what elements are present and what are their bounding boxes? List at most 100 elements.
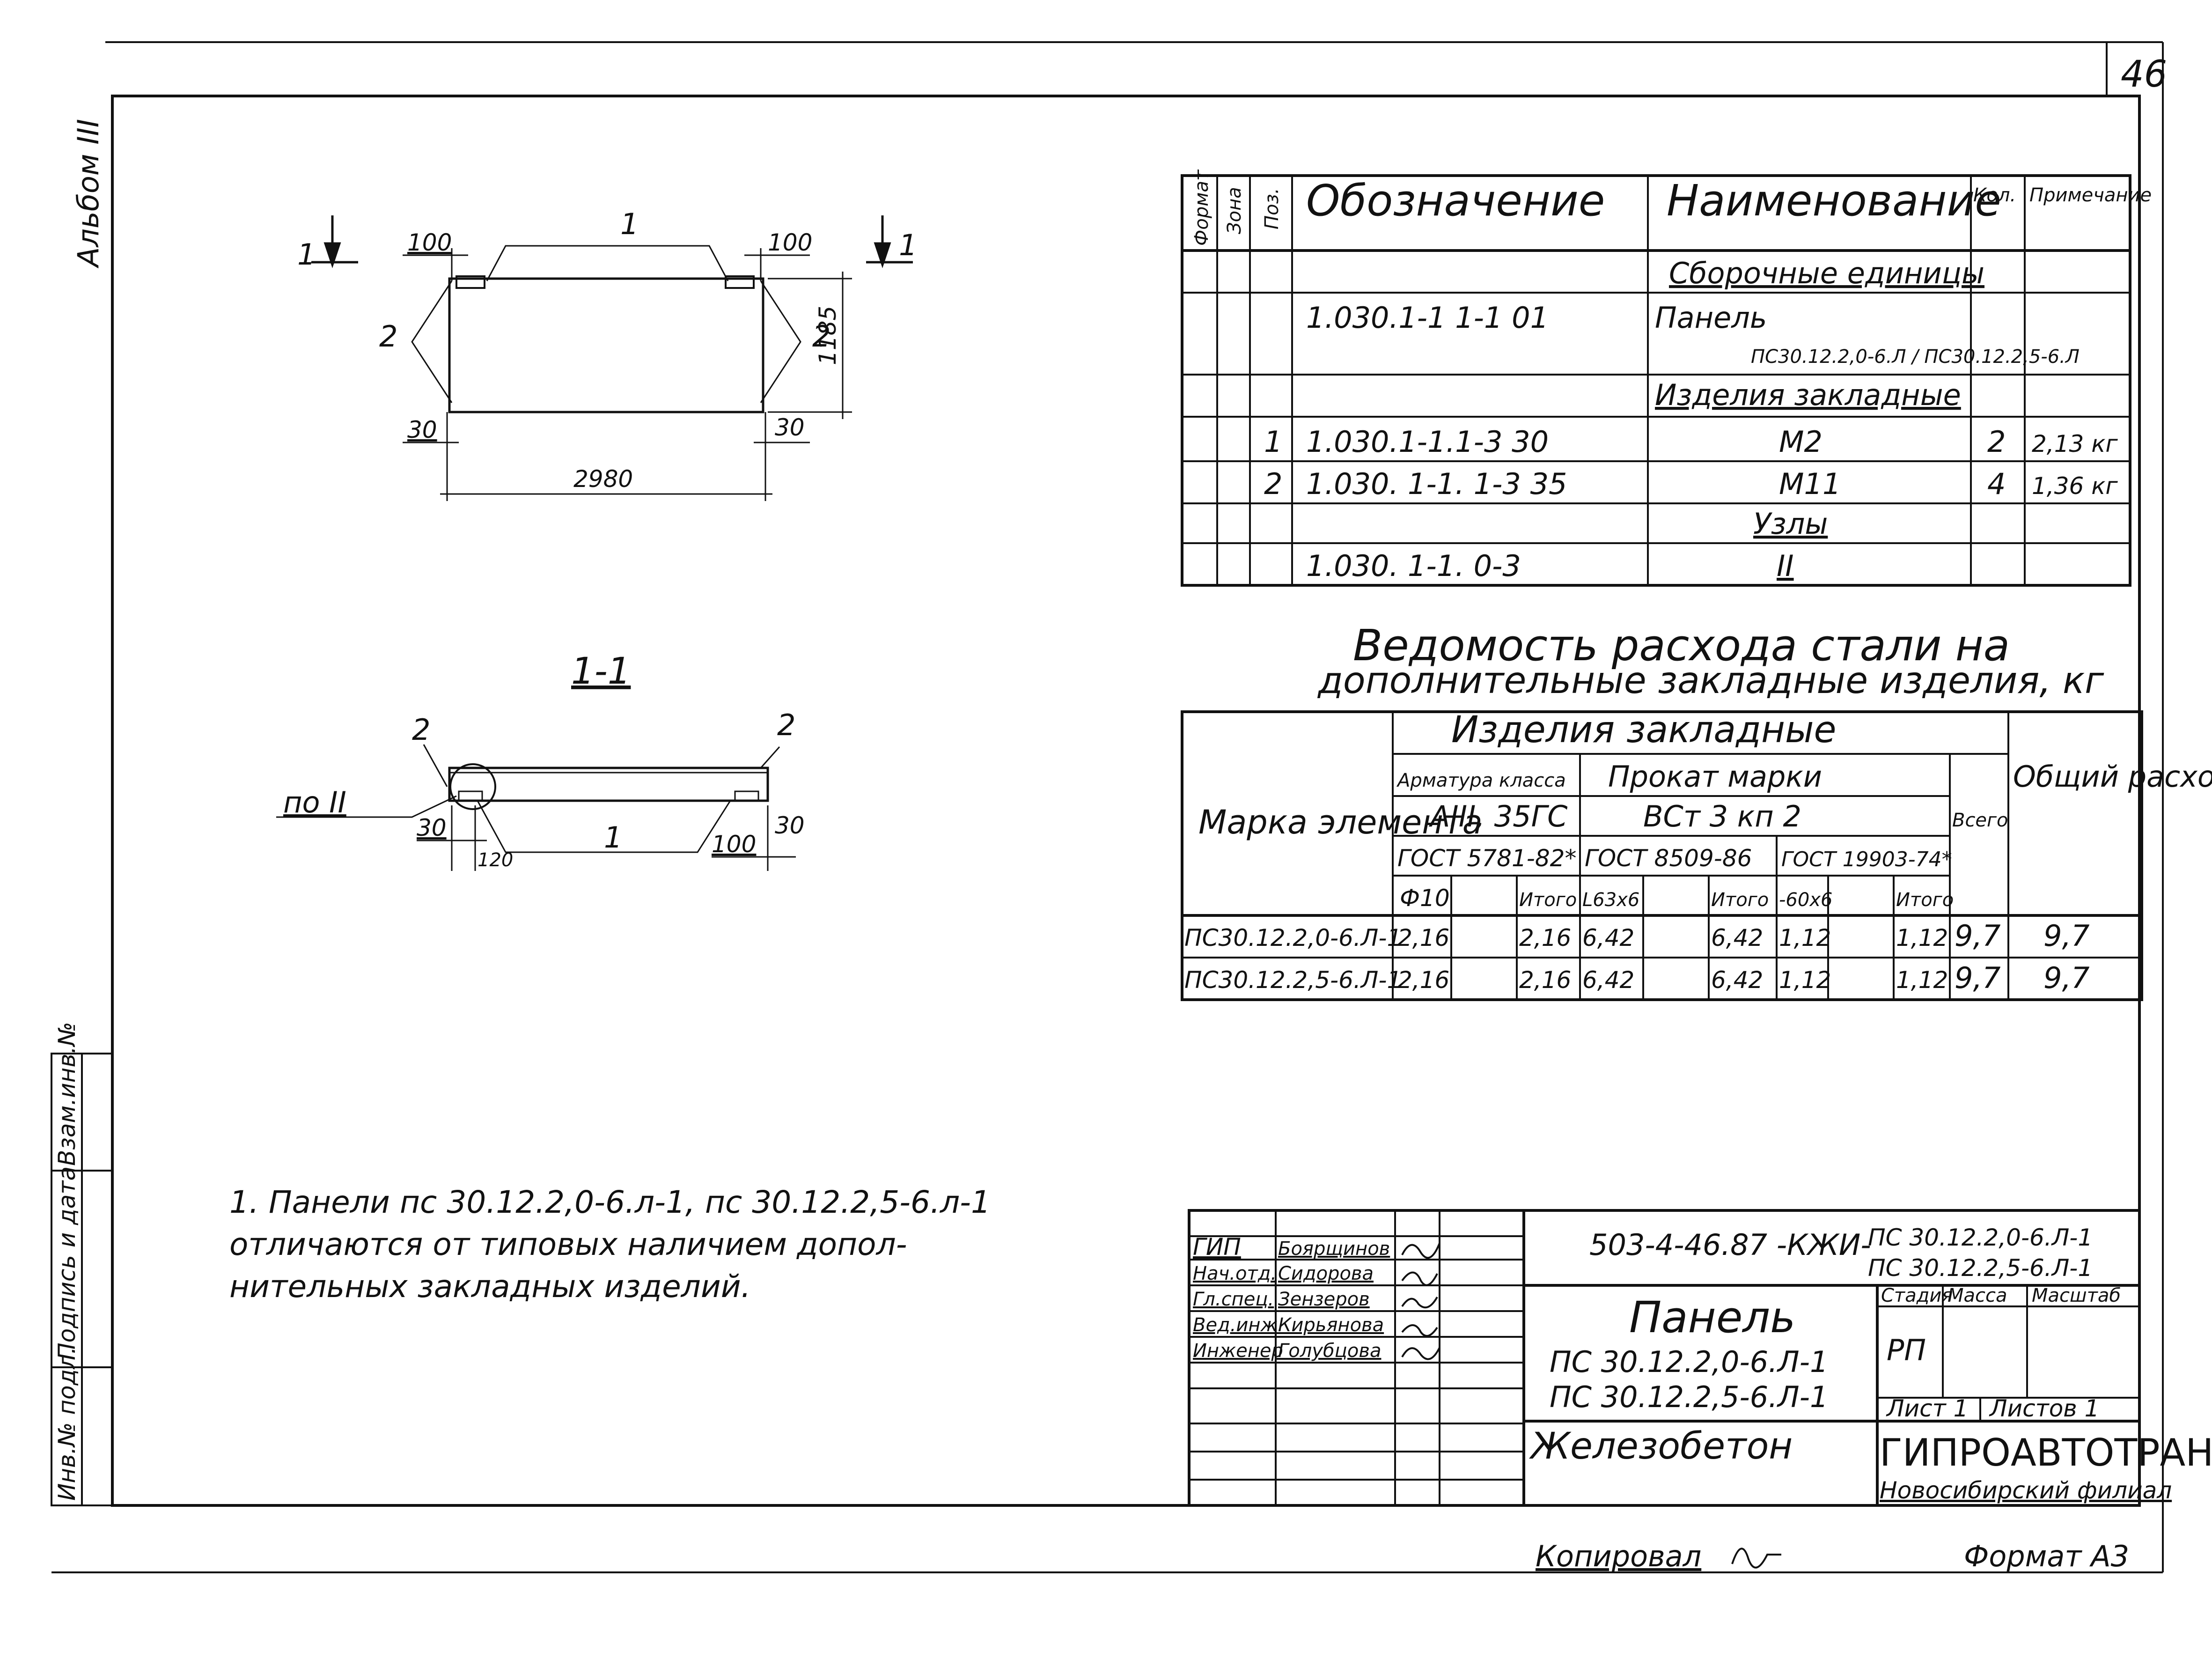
sheet-number: 46 [2121, 53, 2167, 96]
cut-mark-left: 1 [297, 237, 316, 272]
steel-cell: 1,12 [1779, 924, 1831, 951]
staff-name-glspec: Зензеров [1278, 1289, 1370, 1310]
spec-row-node-designation: 1.030. 1-1. 0-3 [1306, 549, 1521, 583]
section-dim-30-left: 30 [417, 814, 447, 841]
note-line2: отличаются от типовых наличием допол- [229, 1226, 907, 1262]
section-dim-120: 120 [478, 849, 513, 871]
steel-cell: 9,7 [1955, 961, 2001, 995]
note-line1: 1. Панели пс 30.12.2,0-6.л-1, пс 30.12.2… [229, 1184, 991, 1220]
material: Железобетон [1529, 1425, 1793, 1467]
plan-pos-2-left: 2 [379, 319, 397, 354]
spec-row-m11-qty: 4 [1987, 467, 2006, 501]
steel-cell: 1,12 [1896, 966, 1948, 994]
steel-cell-total: 9,7 [2043, 961, 2090, 995]
list-label: Лист 1 [1886, 1395, 1968, 1422]
steel-h-gost-8509: ГОСТ 8509-86 [1585, 845, 1752, 872]
doc-marks-1: ПС 30.12.2,0-6.Л-1 [1868, 1224, 2093, 1251]
spec-header-name: Наименование [1667, 176, 2001, 226]
listov-label: Листов 1 [1989, 1395, 2099, 1422]
spec-row-panel-marks: ПС30.12.2,0-6.Л / ПС30.12.2,5-6.Л [1751, 346, 2080, 368]
steel-cell-marka: ПС30.12.2,0-6.Л-1 [1184, 924, 1402, 951]
spec-row-m2-designation: 1.030.1-1.1-3 30 [1306, 425, 1549, 459]
doc-code: 503-4-46.87 -КЖИ- [1589, 1228, 1871, 1262]
steel-sub-l63x6: L63x6 [1582, 889, 1639, 911]
section-dim-100: 100 [712, 831, 756, 858]
steel-cell: 2,16 [1397, 966, 1449, 994]
steel-row: ПС30.12.2,5-6.Л-1 2,16 2,16 6,42 6,42 1,… [1184, 961, 2090, 995]
spec-header-zone: Зона [1224, 187, 1245, 234]
plan-dim-30-left: 30 [407, 416, 437, 443]
steel-cell: 6,42 [1711, 966, 1763, 994]
steel-table [1181, 710, 2143, 1001]
spec-row-m2-pos: 1 [1264, 425, 1282, 459]
product-mark-1: ПС 30.12.2,0-6.Л-1 [1550, 1345, 1828, 1379]
plan-pos-2-right: 2 [812, 319, 830, 354]
product-title: Панель [1629, 1292, 1795, 1342]
staff-role-nach: Нач.отд. [1193, 1263, 1277, 1284]
steel-h-prokat: Прокат марки [1608, 759, 1822, 794]
massa-label: Масса [1947, 1285, 2007, 1306]
spec-row-node-name: II [1777, 549, 1794, 583]
product-mark-2: ПС 30.12.2,5-6.Л-1 [1550, 1380, 1828, 1414]
steel-sub-itogo-3: Итого [1896, 889, 1954, 911]
title-block [1188, 1209, 2141, 1507]
stadia-label: Стадия [1881, 1285, 1953, 1306]
section-pos-2-right: 2 [777, 708, 795, 742]
stadia-value: РП [1887, 1333, 1926, 1367]
steel-h-armatura: Арматура класса [1396, 770, 1566, 791]
section-pos-1: 1 [604, 820, 622, 855]
staff-role-gip: ГИП [1193, 1233, 1241, 1261]
steel-row: ПС30.12.2,0-6.Л-1 2,16 2,16 6,42 6,42 1,… [1184, 919, 2090, 953]
section-view [276, 744, 796, 871]
section-title: 1-1 [571, 650, 631, 693]
plan-dim-2980: 2980 [573, 465, 633, 493]
steel-cell: 2,16 [1519, 966, 1571, 994]
spec-row-m11-pos: 2 [1264, 467, 1282, 501]
staff-role-vedinzh: Вед.инж. [1193, 1314, 1283, 1336]
signatures [1401, 1243, 1440, 1360]
spec-header-note: Примечание [2029, 184, 2152, 206]
steel-cell-total: 9,7 [2043, 919, 2090, 953]
stamp-inv-podl: Инв.№ подл. [53, 1347, 81, 1501]
section-node-ref: по II [283, 785, 346, 819]
plan-pos-1: 1 [620, 207, 639, 241]
plan-dim-100-left: 100 [407, 229, 452, 256]
org-branch: Новосибирский филиал [1880, 1477, 2172, 1504]
spec-header-pos: Поз. [1261, 188, 1283, 229]
steel-sub-itogo-2: Итого [1711, 889, 1769, 911]
steel-sub-60x6: -60x6 [1779, 889, 1832, 911]
steel-cell: 1,12 [1779, 966, 1831, 994]
masshtab-label: Масштаб [2032, 1285, 2121, 1306]
spec-row-m11-note: 1,36 кг [2032, 472, 2118, 500]
spec-row-panel-designation: 1.030.1-1 1-1 01 [1306, 301, 1549, 335]
spec-row-m11-designation: 1.030. 1-1. 1-3 35 [1306, 467, 1567, 501]
steel-cell: 2,16 [1519, 924, 1571, 951]
steel-h-prokat-grade: ВСт 3 кп 2 [1643, 799, 1801, 833]
spec-row-panel-name: Панель [1655, 301, 1767, 335]
plan-dim-100-right: 100 [768, 229, 812, 256]
staff-name-nach: Сидорова [1278, 1263, 1374, 1284]
spec-header-format: Формат [1191, 169, 1213, 246]
steel-h-armatura-gost: ГОСТ 5781-82* [1397, 845, 1576, 872]
steel-sub-f10: Ф10 [1400, 885, 1450, 912]
org-name: ГИПРОАВТОТРАНС [1880, 1431, 2212, 1475]
section-dim-30-right: 30 [775, 812, 805, 839]
steel-title-line1: Ведомость расхода стали на [1353, 620, 2010, 671]
steel-h-izdelia: Изделия закладные [1451, 709, 1837, 751]
steel-cell: 9,7 [1955, 919, 2001, 953]
steel-h-armatura-grade: АIII, 35ГС [1428, 799, 1568, 833]
spec-row-m11-name: М11 [1779, 467, 1841, 501]
staff-name-gip: Боярщинов [1278, 1238, 1390, 1260]
spec-row-m2-qty: 2 [1987, 425, 2006, 459]
steel-cell-marka: ПС30.12.2,5-6.Л-1 [1184, 966, 1402, 994]
steel-h-vsego: Всего [1952, 810, 2008, 831]
spec-header-qty: Кол. [1973, 184, 2016, 206]
steel-cell: 6,42 [1582, 966, 1634, 994]
stamp-podpis-data: Подпись и дата [53, 1166, 81, 1360]
spec-table [1181, 174, 2131, 587]
cut-mark-right: 1 [899, 228, 917, 262]
section-pos-2-left: 2 [412, 713, 430, 747]
side-stamp [51, 1053, 113, 1506]
steel-cell: 1,12 [1896, 924, 1948, 951]
